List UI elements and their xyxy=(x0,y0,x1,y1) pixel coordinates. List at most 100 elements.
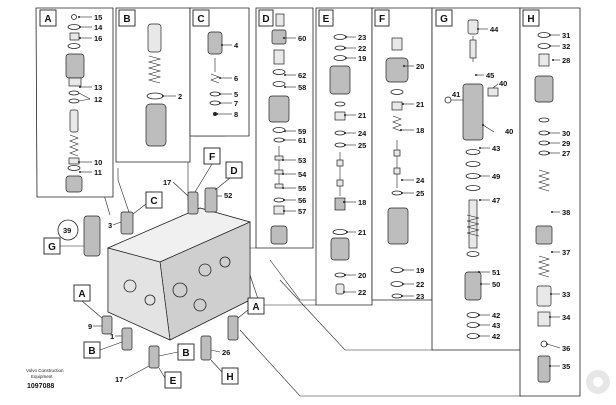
svg-text:22: 22 xyxy=(358,288,366,297)
svg-text:10: 10 xyxy=(94,158,102,167)
svg-text:24: 24 xyxy=(416,176,425,185)
svg-text:50: 50 xyxy=(492,280,500,289)
svg-text:38: 38 xyxy=(562,208,570,217)
svg-text:62: 62 xyxy=(298,71,306,80)
panel-G: G 44 45 40 41 40 43 xyxy=(431,7,521,351)
callout-1: 1 xyxy=(110,332,114,341)
section-label-E: E xyxy=(318,9,334,27)
svg-text:41: 41 xyxy=(452,90,460,99)
svg-text:G: G xyxy=(48,242,56,253)
svg-text:13: 13 xyxy=(94,83,102,92)
svg-text:6: 6 xyxy=(234,74,238,83)
section-label-B: B xyxy=(118,9,136,27)
svg-text:56: 56 xyxy=(298,196,306,205)
svg-text:47: 47 xyxy=(492,196,500,205)
assembly-label-H: H xyxy=(210,359,239,385)
callout-52: 52 xyxy=(224,191,232,200)
svg-text:E: E xyxy=(170,376,177,387)
svg-text:36: 36 xyxy=(562,344,570,353)
svg-text:20: 20 xyxy=(358,271,366,280)
assembly-label-C: C xyxy=(132,191,163,215)
svg-text:23: 23 xyxy=(358,33,366,42)
part-callouts-H: 31 32 28 30 29 27 38 37 33 34 36 35 xyxy=(546,31,571,371)
part-callouts-E: 23 22 19 21 24 25 18 21 20 22 xyxy=(343,33,367,297)
assembly-callouts: 17 52 39 3 9 1 26 17 xyxy=(63,178,232,384)
svg-text:40: 40 xyxy=(505,127,513,136)
section-label-C: C xyxy=(192,9,210,27)
svg-text:49: 49 xyxy=(492,172,500,181)
svg-text:57: 57 xyxy=(298,207,306,216)
part-callout-B-2: 2 xyxy=(178,92,182,101)
panel-B: B 2 xyxy=(115,7,191,163)
svg-text:44: 44 xyxy=(490,25,499,34)
svg-text:42: 42 xyxy=(492,332,500,341)
svg-text:F: F xyxy=(209,152,215,163)
section-label-F: F xyxy=(374,9,390,27)
assembly-label-B-left: B xyxy=(83,341,123,359)
part-callouts-D: 60 62 58 59 61 53 54 55 56 57 xyxy=(282,34,307,216)
svg-text:19: 19 xyxy=(416,266,424,275)
assembly-labels: F D C G A A B xyxy=(43,147,265,389)
section-label-D: D xyxy=(258,9,274,27)
svg-text:55: 55 xyxy=(298,184,306,193)
svg-text:20: 20 xyxy=(416,62,424,71)
svg-text:D: D xyxy=(262,14,269,25)
section-label-A: A xyxy=(39,9,57,27)
part-callouts-F: 20 21 18 24 25 19 22 23 xyxy=(400,62,425,301)
assembly-label-D: D xyxy=(214,161,243,191)
assembly-label-F: F xyxy=(194,147,221,193)
panel-A: A 15 14 16 13 12 10 11 xyxy=(35,7,114,198)
svg-text:D: D xyxy=(230,166,237,177)
svg-text:58: 58 xyxy=(298,83,306,92)
svg-text:33: 33 xyxy=(562,290,570,299)
svg-text:60: 60 xyxy=(298,34,306,43)
svg-text:25: 25 xyxy=(358,141,366,150)
svg-text:21: 21 xyxy=(358,111,366,120)
svg-text:35: 35 xyxy=(562,362,570,371)
callout-9: 9 xyxy=(88,322,92,331)
drawing-number: 1097088 xyxy=(27,383,54,390)
panel-F: F 20 21 18 24 25 19 22 xyxy=(371,7,433,301)
svg-text:B: B xyxy=(182,348,189,359)
svg-text:11: 11 xyxy=(94,168,102,177)
svg-text:H: H xyxy=(527,14,534,25)
svg-text:22: 22 xyxy=(416,280,424,289)
svg-text:40: 40 xyxy=(499,79,507,88)
svg-text:5: 5 xyxy=(234,90,238,99)
svg-text:F: F xyxy=(379,14,385,25)
svg-text:A: A xyxy=(44,14,51,25)
svg-text:43: 43 xyxy=(492,321,500,330)
svg-text:15: 15 xyxy=(94,13,102,22)
diagram-caption: Volvo Construction Equipment 1097088 xyxy=(26,368,64,390)
part-callouts-C: 4 6 5 7 8 xyxy=(216,41,239,119)
svg-text:59: 59 xyxy=(298,127,306,136)
svg-text:31: 31 xyxy=(562,31,570,40)
svg-text:28: 28 xyxy=(562,56,570,65)
valve-block-assembly xyxy=(57,187,252,369)
panel-E: E 23 22 19 21 24 25 xyxy=(315,7,373,306)
svg-text:43: 43 xyxy=(492,144,500,153)
svg-text:34: 34 xyxy=(562,313,571,322)
svg-text:19: 19 xyxy=(358,54,366,63)
svg-text:C: C xyxy=(150,196,157,207)
svg-text:14: 14 xyxy=(94,23,103,32)
caption-line-1: Volvo Construction xyxy=(26,368,64,373)
svg-text:30: 30 xyxy=(562,129,570,138)
section-label-H: H xyxy=(522,9,540,27)
svg-text:61: 61 xyxy=(298,136,306,145)
svg-text:21: 21 xyxy=(416,100,424,109)
svg-text:18: 18 xyxy=(358,198,366,207)
svg-text:8: 8 xyxy=(234,110,238,119)
svg-text:45: 45 xyxy=(486,71,494,80)
svg-text:42: 42 xyxy=(492,311,500,320)
svg-text:B: B xyxy=(88,346,95,357)
svg-text:4: 4 xyxy=(234,41,239,50)
callout-26: 26 xyxy=(222,348,230,357)
assembly-label-A-right: A xyxy=(237,297,265,319)
callout-17-top: 17 xyxy=(163,178,171,187)
callout-3: 3 xyxy=(108,221,112,230)
svg-text:29: 29 xyxy=(562,139,570,148)
svg-text:G: G xyxy=(440,14,448,25)
svg-text:24: 24 xyxy=(358,129,367,138)
